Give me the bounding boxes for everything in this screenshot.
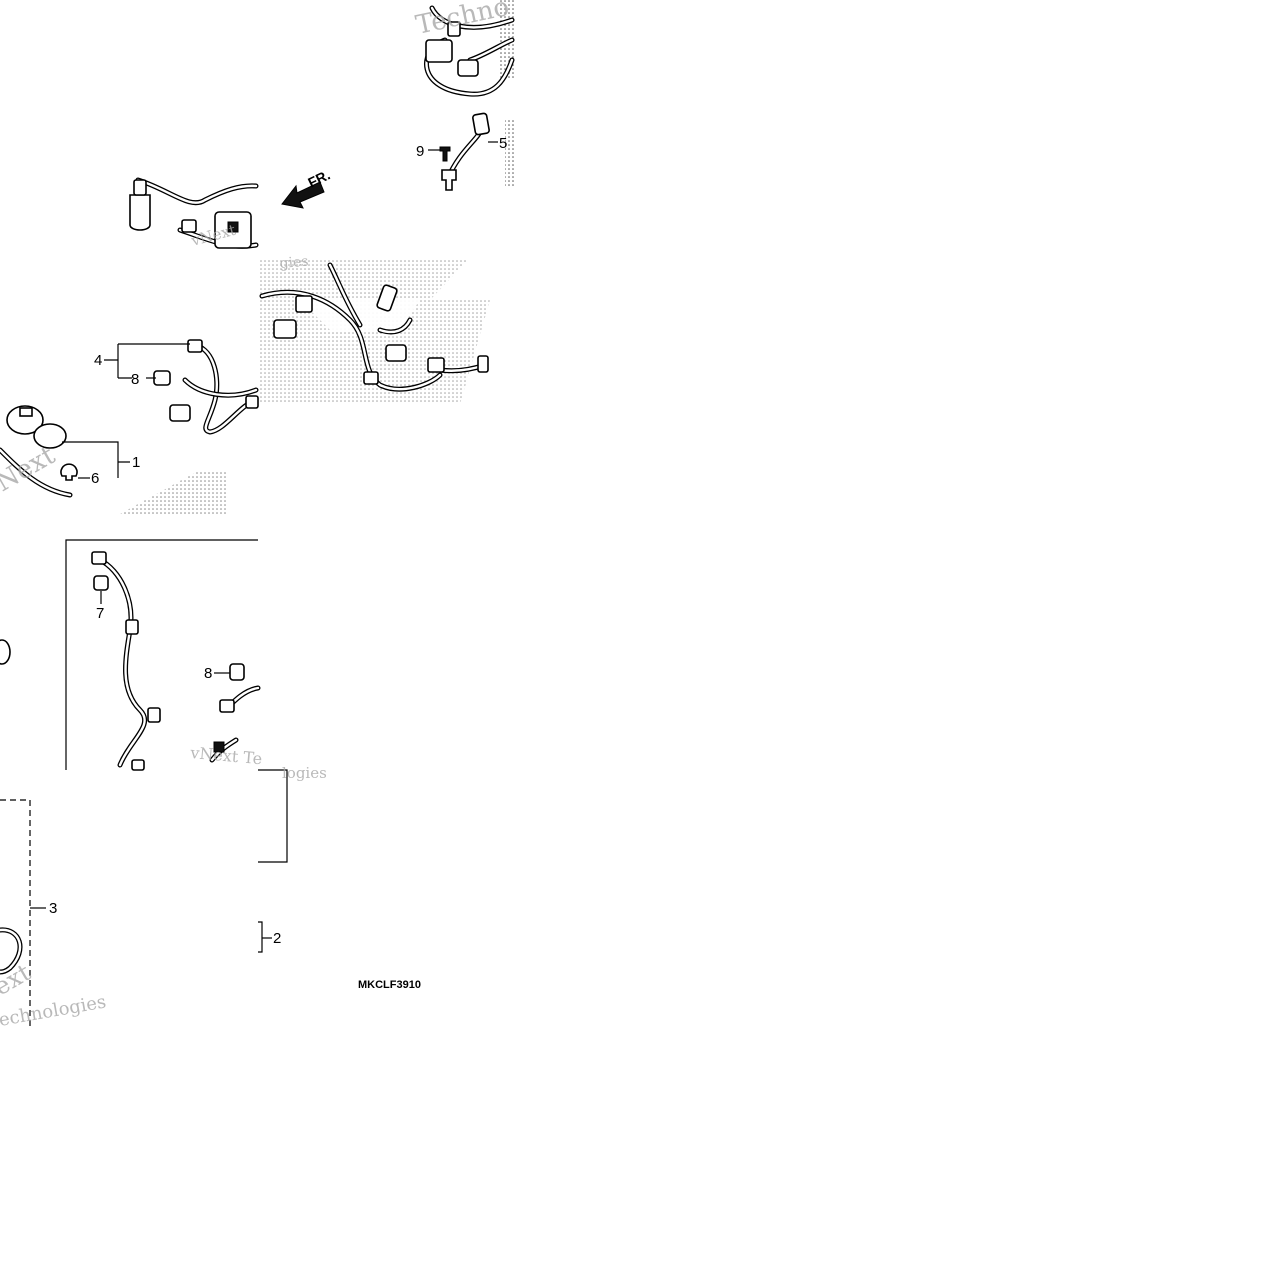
callout-8-upper: 8 bbox=[131, 371, 139, 388]
callout-2: 2 bbox=[273, 930, 281, 947]
sub-harness-part-3 bbox=[0, 639, 31, 1030]
watermark-text: logies bbox=[282, 764, 327, 782]
leader-lines bbox=[30, 141, 498, 939]
callout-1: 1 bbox=[132, 454, 140, 471]
front-direction-arrow: FR. bbox=[281, 166, 333, 209]
sensor-lead-part-5 bbox=[441, 112, 515, 191]
harness-fragment-top bbox=[424, 0, 515, 97]
watermarks: Techno vNext gies Next vNext Te logies e… bbox=[0, 0, 512, 1031]
callout-labels: 1 2 3 4 5 6 7 8 8 9 bbox=[49, 135, 507, 947]
clip-part-8-upper bbox=[153, 370, 171, 386]
callout-8-lower: 8 bbox=[204, 665, 212, 682]
callout-5: 5 bbox=[499, 135, 507, 152]
sub-harness-box bbox=[65, 539, 288, 953]
callout-4: 4 bbox=[94, 352, 102, 369]
clip-part-7 bbox=[93, 575, 109, 591]
clamp-part-6 bbox=[60, 463, 78, 481]
watermark-text: Techno bbox=[413, 0, 512, 41]
callout-6: 6 bbox=[91, 470, 99, 487]
callout-9: 9 bbox=[416, 143, 424, 160]
watermark-text: echnologies bbox=[0, 991, 108, 1031]
clip-part-8-lower bbox=[229, 663, 245, 681]
main-harness-center bbox=[258, 258, 490, 404]
harness-fragment-upper-left bbox=[129, 177, 259, 249]
callout-3: 3 bbox=[49, 900, 57, 917]
drawing-code: MKCLF3910 bbox=[358, 979, 421, 991]
left-harness-group bbox=[0, 339, 259, 514]
callout-7: 7 bbox=[96, 605, 104, 622]
watermark-text: gies bbox=[279, 254, 309, 272]
bolt-part-9 bbox=[439, 146, 451, 162]
watermark-text: vNext Te bbox=[189, 743, 263, 768]
